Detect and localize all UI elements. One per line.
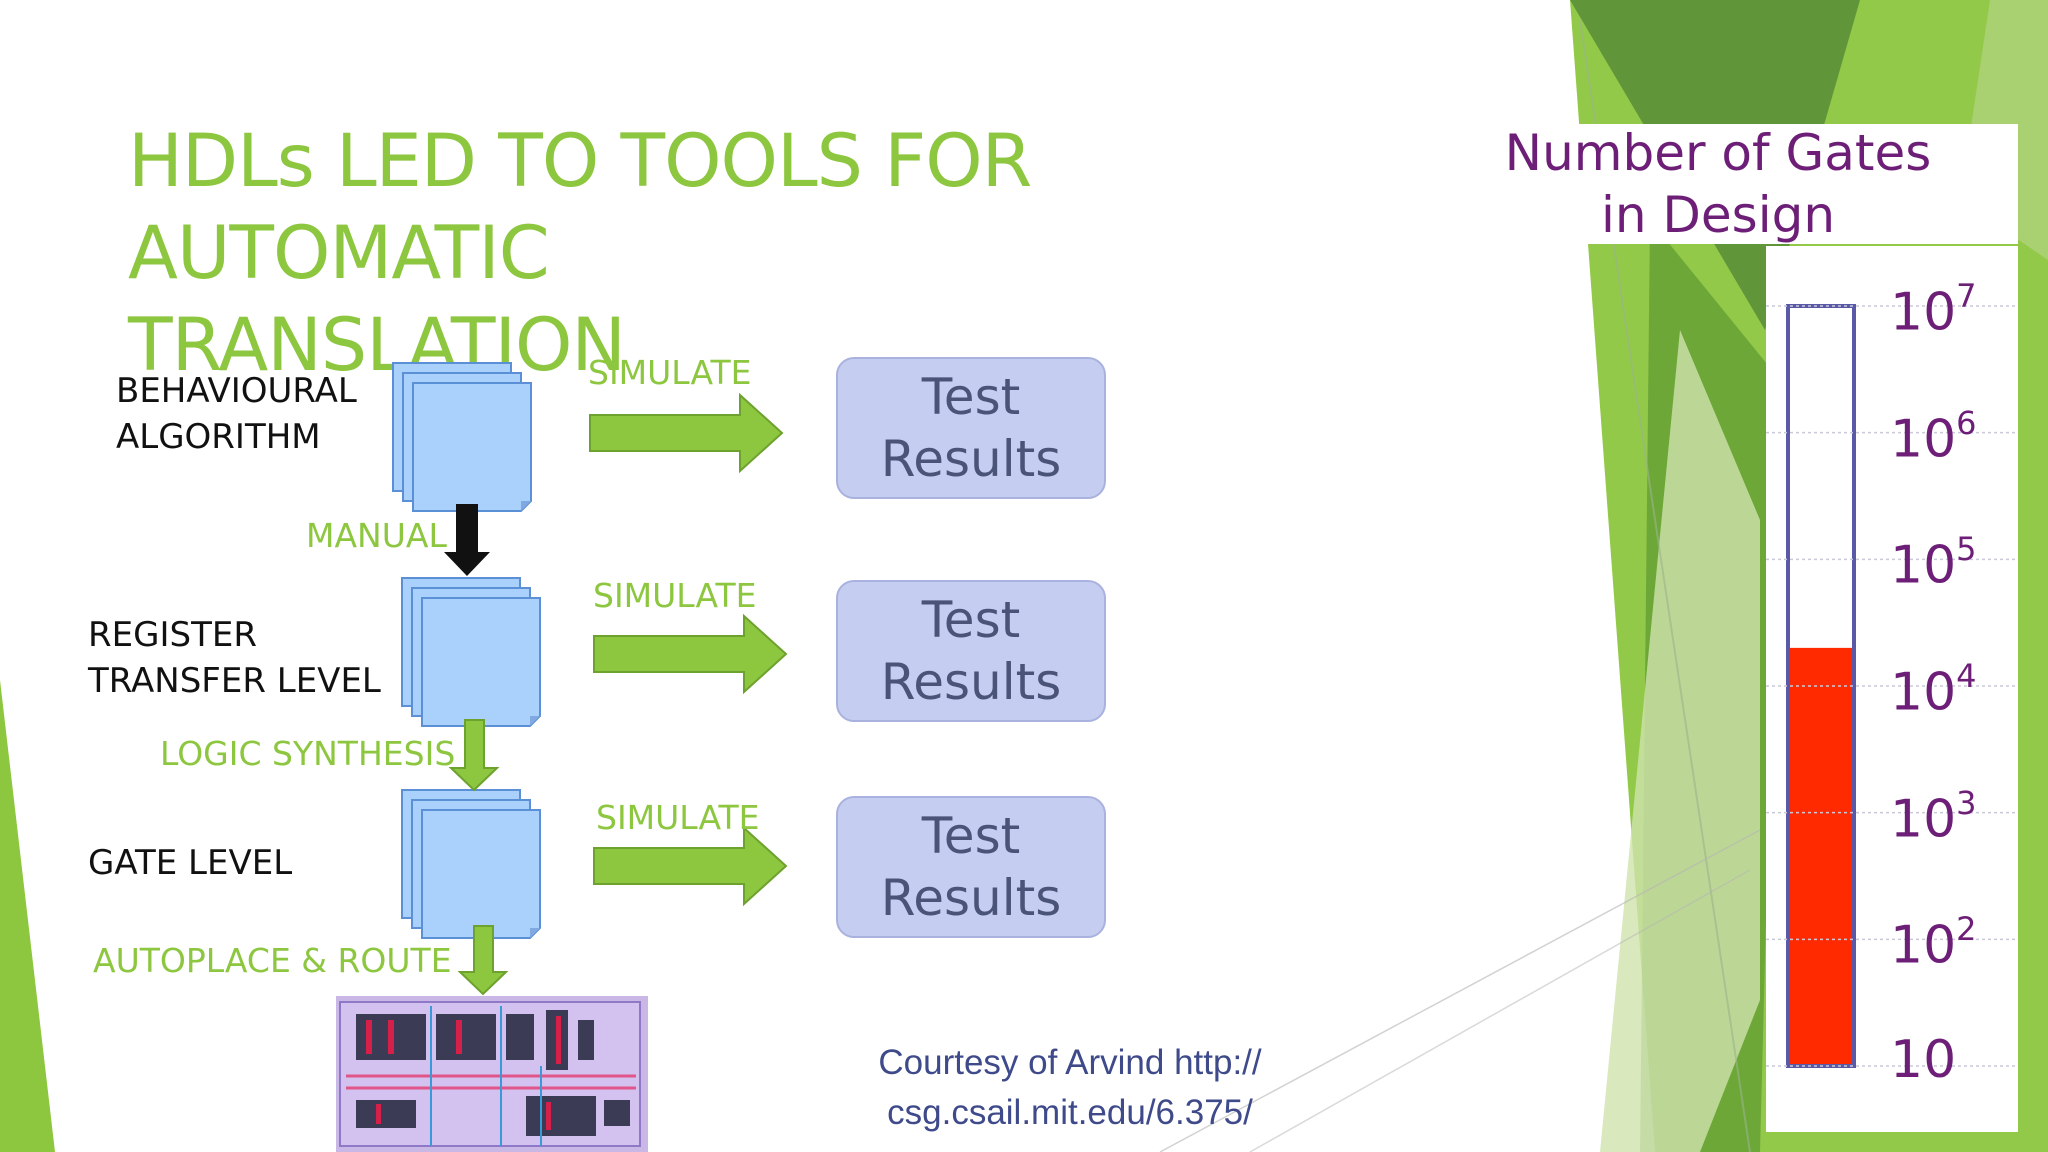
arrow-down-icon: [457, 925, 509, 996]
chip-layout-image: [336, 996, 648, 1152]
level-label-line: REGISTER: [88, 615, 257, 655]
level-label-behavioural: BEHAVIOURAL ALGORITHM: [116, 368, 357, 460]
courtesy-line: Courtesy of Arvind http://: [878, 1043, 1262, 1082]
courtesy-credit: Courtesy of Arvind http:// csg.csail.mit…: [850, 1038, 1290, 1138]
transition-label-manual: MANUAL: [306, 516, 447, 555]
level-label-rtl: REGISTER TRANSFER LEVEL: [88, 612, 381, 704]
chart-title-bg: [1448, 124, 2018, 244]
transition-label-synthesis: LOGIC SYNTHESIS: [160, 734, 456, 773]
level-label-line: BEHAVIOURAL: [116, 371, 357, 411]
title-line-1: HDLs LED TO TOOLS FOR AUTOMATIC: [128, 119, 1032, 296]
result-line: Results: [880, 869, 1062, 927]
simulate-label: SIMULATE: [596, 798, 760, 837]
result-line: Results: [880, 653, 1062, 711]
level-label-line: TRANSFER LEVEL: [88, 661, 381, 701]
courtesy-line: csg.csail.mit.edu/6.375/: [887, 1093, 1253, 1132]
left-green-sliver: [0, 680, 55, 1152]
thermometer-fill: [1790, 647, 1852, 1064]
level-label-gate: GATE LEVEL: [88, 840, 292, 886]
simulate-label: SIMULATE: [593, 576, 757, 615]
title-line-2: TRANSLATION: [128, 303, 626, 388]
test-results-box: Test Results: [836, 796, 1106, 938]
result-line: Results: [880, 430, 1062, 488]
arrow-down-icon: [444, 504, 490, 576]
simulate-label: SIMULATE: [588, 353, 752, 392]
chart-title-line: Number of Gates: [1504, 124, 1932, 182]
chart-gridlines: [1766, 305, 2018, 1067]
result-line: Test: [921, 807, 1021, 865]
flow-graphics: [336, 362, 787, 1152]
test-results-box: Test Results: [836, 357, 1106, 499]
result-line: Test: [921, 591, 1021, 649]
chart-title: Number of Gates in Design: [1448, 122, 1988, 244]
test-results-box: Test Results: [836, 580, 1106, 722]
arrow-down-icon: [448, 719, 500, 792]
slide-title: HDLs LED TO TOOLS FOR AUTOMATIC TRANSLAT…: [128, 116, 1428, 392]
transition-label-autoplace: AUTOPLACE & ROUTE: [93, 941, 452, 980]
chart-title-line: in Design: [1600, 186, 1836, 244]
result-line: Test: [921, 368, 1021, 426]
level-label-line: GATE LEVEL: [88, 843, 293, 883]
level-label-line: ALGORITHM: [116, 417, 321, 457]
